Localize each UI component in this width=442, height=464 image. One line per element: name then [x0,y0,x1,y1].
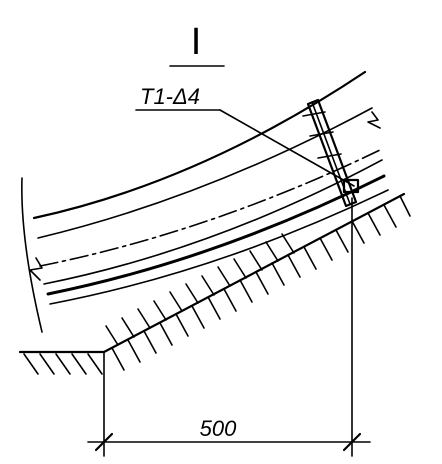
center-axis-line [39,149,381,267]
dimension-tick-left [94,432,114,452]
ground-hatching-flat [23,353,103,375]
dimension-tick-right [342,432,362,452]
upper-inner-curve [37,107,373,239]
left-break-mark [29,257,43,281]
ground-slope-line [102,192,406,354]
ground-hatching-slope-lower [111,195,411,371]
bottom-edge-curve [46,174,386,296]
support-post [302,98,360,208]
outer-edge-curve [32,70,367,220]
callout-label: Т1-Δ4 [140,84,200,109]
left-break-line [21,177,43,333]
dimension-value: 500 [200,416,237,441]
ground-hatching-slope-upper [105,233,295,346]
callout-leader-line [219,109,355,187]
lower-inner-curve [43,159,383,285]
right-break-mark [367,111,381,129]
base-line-curve [49,189,389,305]
detail-title: I [191,21,202,63]
